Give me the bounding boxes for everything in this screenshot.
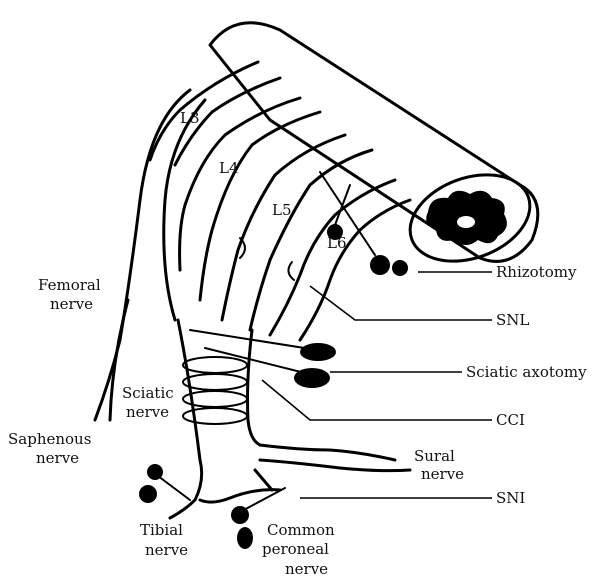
label-peroneal-3: nerve	[285, 560, 328, 578]
label-cci: CCI	[496, 411, 525, 429]
label-sciatic-1: Sciatic	[122, 384, 174, 402]
spinal-cord	[210, 23, 542, 277]
label-sni: SNI	[496, 489, 525, 507]
label-rhizotomy: Rhizotomy	[496, 263, 577, 281]
label-sciatic-2: nerve	[126, 403, 169, 421]
label-saphenous-2: nerve	[36, 449, 79, 467]
label-sciatic-axotomy: Sciatic axotomy	[466, 363, 587, 381]
sciatic-trunk	[170, 320, 410, 518]
label-l6: L6	[327, 234, 347, 252]
root-l5	[222, 135, 372, 330]
label-snl: SNL	[496, 311, 529, 329]
scissors-sciatic-axotomy	[190, 330, 336, 388]
scissors-tibial	[139, 464, 190, 503]
label-peroneal-1: Common	[267, 521, 335, 539]
label-l4: L4	[219, 159, 239, 177]
scissors-rhizotomy	[320, 172, 408, 276]
label-saphenous-1: Saphenous	[8, 430, 91, 448]
label-tibial-1: Tibial	[140, 521, 183, 539]
label-sural-2: nerve	[421, 465, 464, 483]
label-l5: L5	[272, 201, 292, 219]
label-femoral-1: Femoral	[38, 276, 101, 294]
label-peroneal-2: peroneal	[262, 540, 329, 558]
label-l3: L3	[180, 109, 200, 127]
label-femoral-2: nerve	[50, 295, 93, 313]
root-l4	[180, 98, 320, 300]
label-sural-1: Sural	[414, 447, 455, 465]
label-tibial-2: nerve	[145, 541, 188, 559]
